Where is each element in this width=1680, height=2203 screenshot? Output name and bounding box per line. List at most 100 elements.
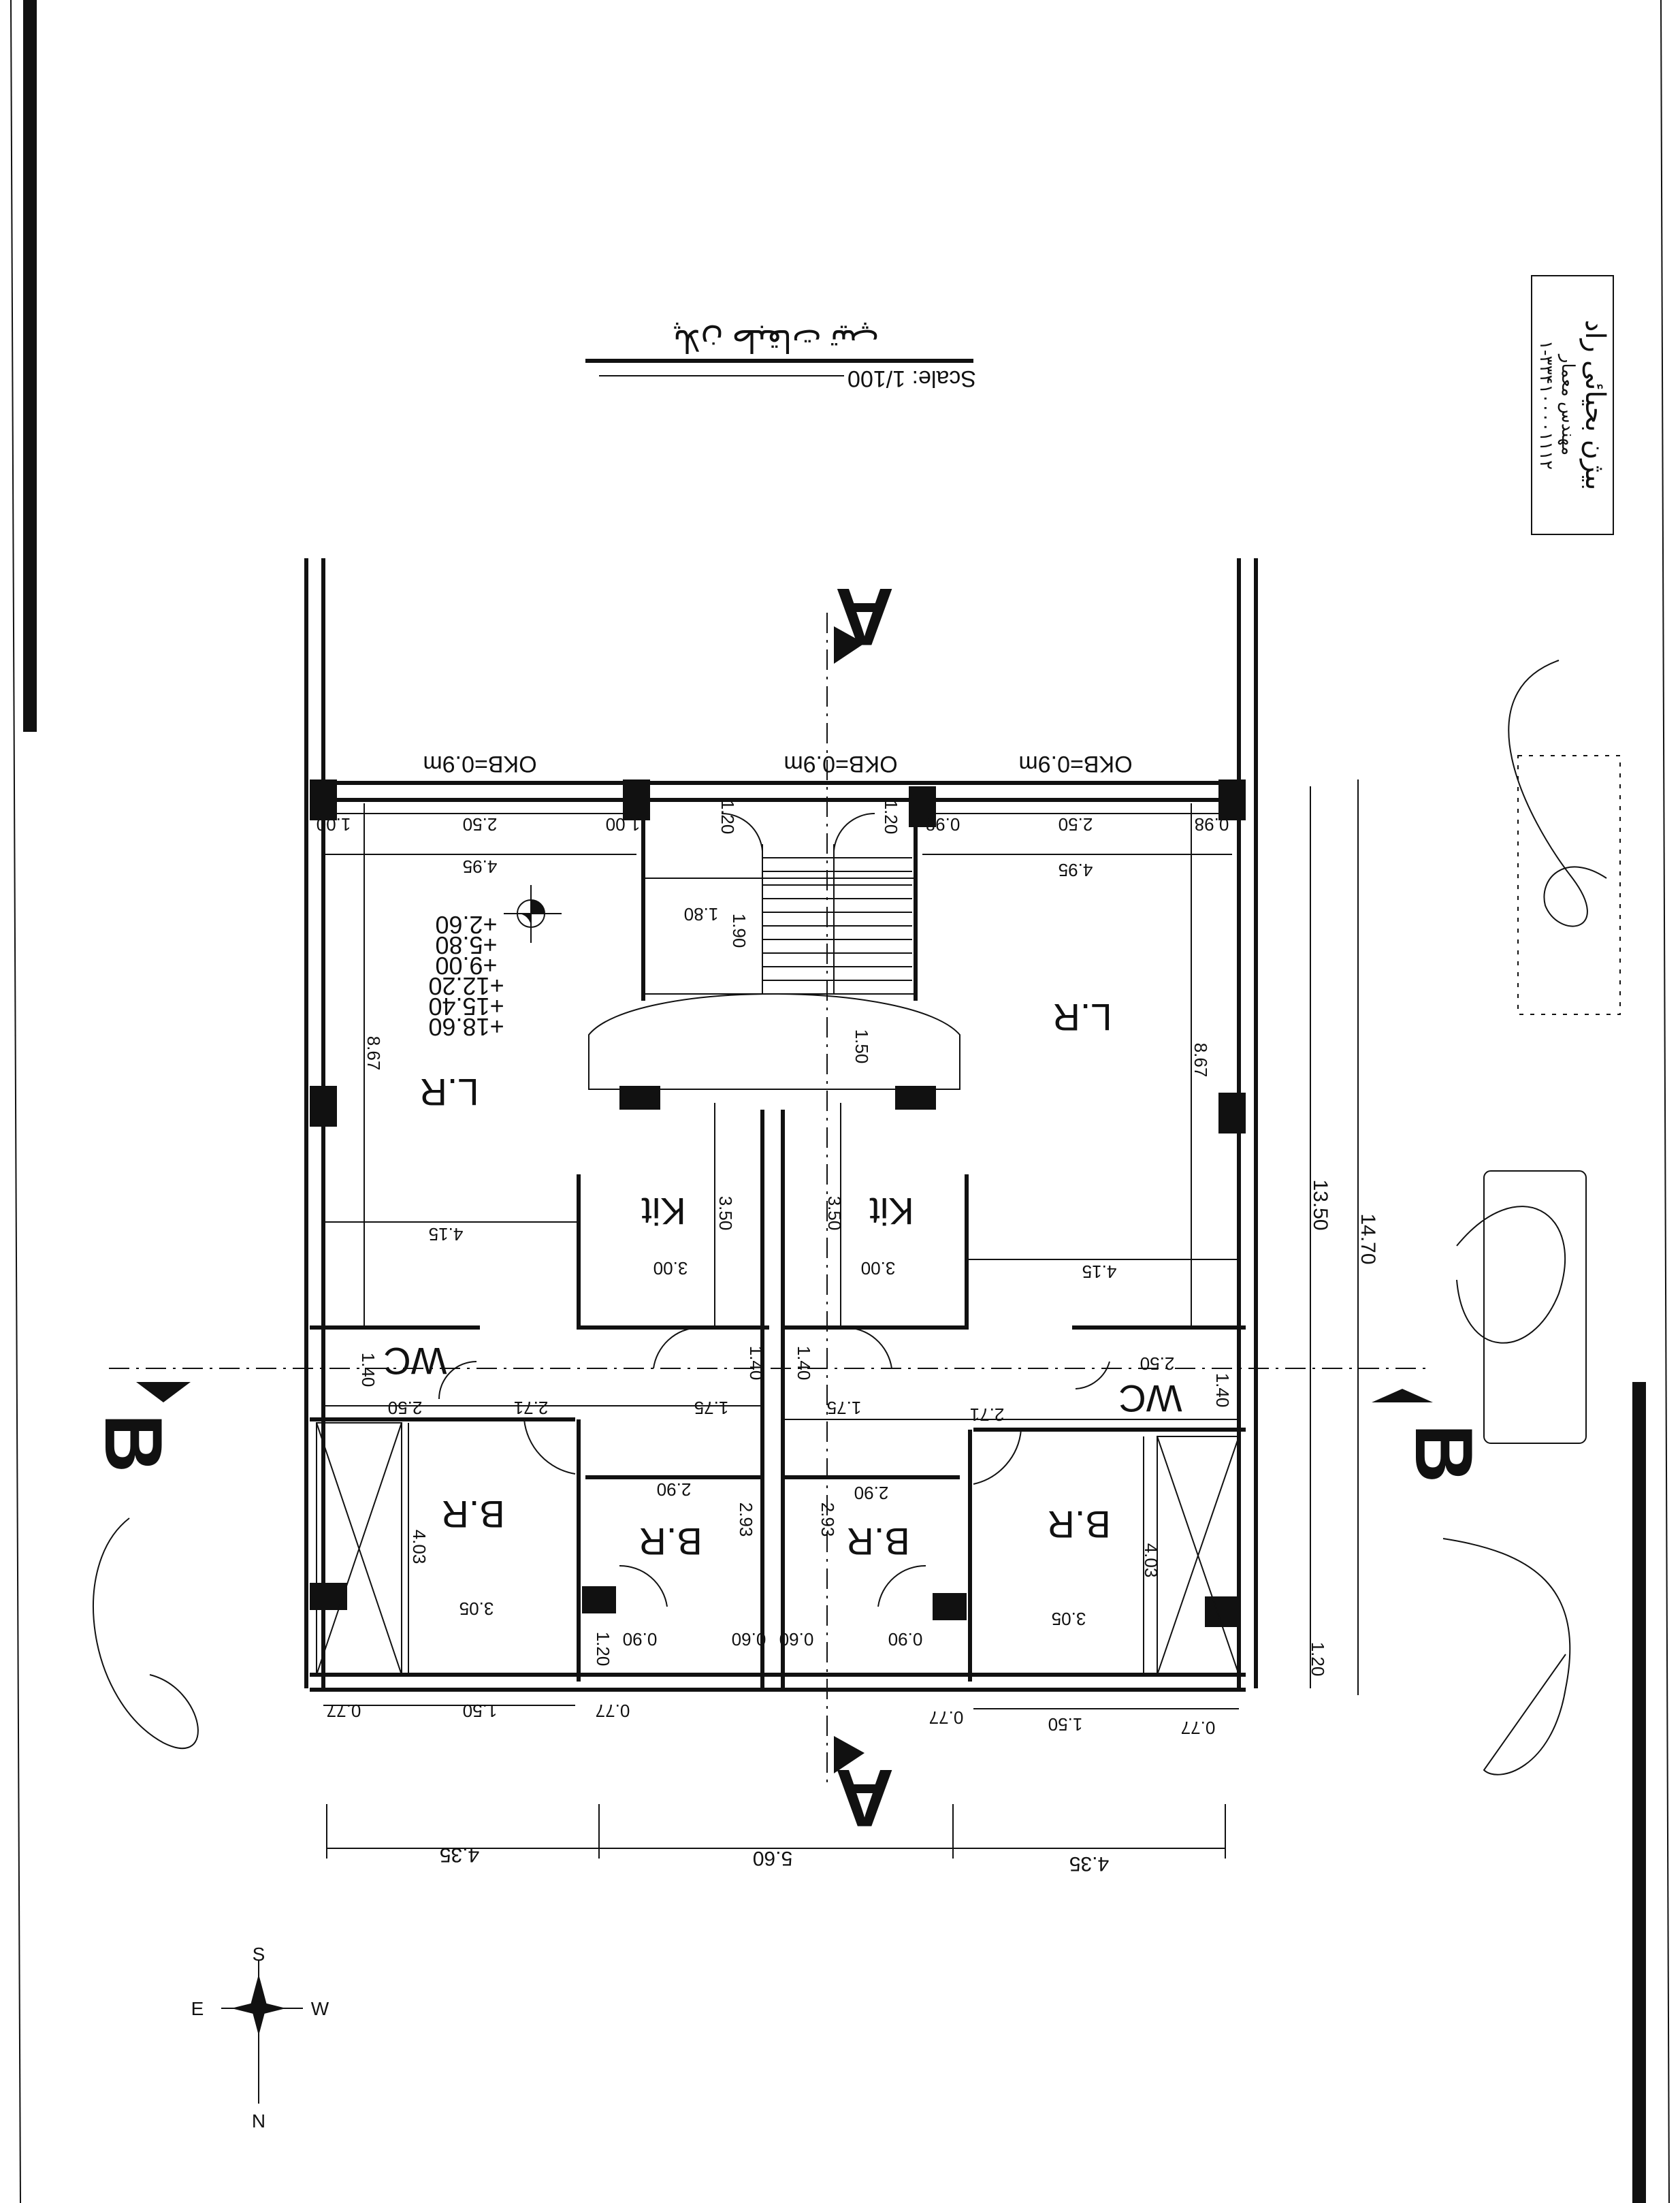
section-lines bbox=[109, 613, 1429, 1784]
stamp-frame bbox=[1531, 275, 1614, 535]
level-marker bbox=[504, 885, 562, 943]
svg-text:0.77: 0.77 bbox=[596, 1701, 630, 1721]
wardrobes bbox=[316, 1422, 1240, 1675]
svg-text:3.05: 3.05 bbox=[459, 1598, 494, 1619]
dimension-labels: 1.00 2.50 1.00 0.98 2.50 0.98 4.95 4.95 … bbox=[317, 800, 1379, 1875]
stamp-box-right bbox=[1483, 1170, 1587, 1444]
scan-bar-left bbox=[23, 0, 37, 732]
interior-walls bbox=[310, 800, 1246, 1688]
svg-text:0.60: 0.60 bbox=[732, 1629, 766, 1650]
room-label-lr-left: L.R bbox=[419, 1071, 479, 1114]
svg-text:3.00: 3.00 bbox=[861, 1258, 896, 1279]
signature-top-right bbox=[1508, 660, 1607, 927]
svg-text:1.80: 1.80 bbox=[684, 904, 719, 924]
scan-bar-right bbox=[1632, 1382, 1646, 2203]
svg-text:0.98: 0.98 bbox=[1195, 814, 1229, 835]
svg-text:1.00: 1.00 bbox=[317, 814, 351, 835]
stamp-name: بیژن بحیائی راد bbox=[1579, 320, 1610, 491]
stamp-subtitle: مهندس معمار bbox=[1557, 353, 1579, 455]
svg-text:0.77: 0.77 bbox=[1181, 1718, 1216, 1738]
svg-text:1.20: 1.20 bbox=[593, 1632, 613, 1667]
columns bbox=[310, 779, 1246, 1627]
north-arrow: S N E W bbox=[191, 1944, 329, 2132]
elevation-2: +5.80 bbox=[435, 931, 497, 959]
svg-text:1.40: 1.40 bbox=[1212, 1373, 1233, 1408]
svg-text:4.15: 4.15 bbox=[1082, 1261, 1117, 1282]
svg-text:2.93: 2.93 bbox=[818, 1502, 838, 1537]
svg-text:1.20: 1.20 bbox=[1308, 1642, 1328, 1677]
room-label-br-4: B.R bbox=[1047, 1503, 1110, 1546]
svg-text:1.90: 1.90 bbox=[729, 914, 749, 948]
section-a-bottom: A bbox=[834, 1736, 894, 1844]
stamp-number: ۱-۳۳۴۱۰۰۰۰۱۱۱۲ bbox=[1536, 340, 1557, 470]
svg-text:A: A bbox=[835, 571, 894, 662]
svg-text:2.93: 2.93 bbox=[736, 1502, 756, 1537]
svg-text:1.40: 1.40 bbox=[794, 1346, 814, 1381]
svg-text:3.50: 3.50 bbox=[824, 1196, 845, 1231]
elevation-list: +2.60 +5.80 +9.00 +12.20 +15.40 +18.60 bbox=[428, 911, 504, 1041]
signature-right-mid bbox=[1456, 1206, 1566, 1344]
svg-text:2.50: 2.50 bbox=[1059, 814, 1093, 835]
svg-text:4.35: 4.35 bbox=[440, 1844, 479, 1866]
room-label-kit-left: Kit bbox=[641, 1190, 686, 1233]
svg-text:3.05: 3.05 bbox=[1052, 1609, 1086, 1629]
room-label-wc-left: WC bbox=[383, 1340, 447, 1383]
svg-text:2.71: 2.71 bbox=[970, 1404, 1005, 1425]
svg-text:4.95: 4.95 bbox=[1059, 860, 1093, 880]
scale-label: Scale: 1/100 bbox=[847, 366, 976, 391]
svg-text:1.75: 1.75 bbox=[827, 1398, 862, 1418]
section-b-right: B bbox=[1372, 1389, 1489, 1483]
svg-text:0.77: 0.77 bbox=[327, 1701, 361, 1721]
page-edge-right bbox=[1660, 0, 1670, 2203]
svg-text:2.50: 2.50 bbox=[463, 814, 498, 835]
svg-text:2.50: 2.50 bbox=[1140, 1353, 1175, 1374]
stair-treads bbox=[762, 857, 912, 981]
svg-text:1.00: 1.00 bbox=[606, 814, 641, 835]
compass-n: N bbox=[252, 2110, 265, 2132]
compass-w: W bbox=[311, 1998, 329, 2019]
okb-label-3: OKB=0.9m bbox=[1018, 751, 1132, 777]
section-a-top: A bbox=[834, 571, 894, 664]
svg-text:1.75: 1.75 bbox=[694, 1398, 729, 1418]
signature-right-low bbox=[1442, 1538, 1571, 1775]
svg-text:3.00: 3.00 bbox=[653, 1258, 688, 1279]
svg-text:2.90: 2.90 bbox=[657, 1479, 692, 1500]
svg-text:8.67: 8.67 bbox=[364, 1036, 384, 1071]
svg-text:4.03: 4.03 bbox=[409, 1530, 430, 1564]
elevation-3: +9.00 bbox=[435, 952, 497, 980]
svg-text:1.50: 1.50 bbox=[1048, 1714, 1083, 1735]
room-label-wc-right: WC bbox=[1118, 1377, 1182, 1420]
svg-text:B: B bbox=[1398, 1424, 1489, 1483]
room-label-kit-right: Kit bbox=[869, 1190, 914, 1233]
okb-label-1: OKB=0.9m bbox=[423, 751, 536, 777]
signature-marks bbox=[93, 660, 1621, 1775]
svg-text:1.50: 1.50 bbox=[463, 1701, 498, 1721]
svg-text:4.15: 4.15 bbox=[429, 1224, 464, 1244]
okb-label-2: OKB=0.9m bbox=[784, 751, 897, 777]
room-label-br-2: B.R bbox=[639, 1520, 702, 1563]
svg-text:8.67: 8.67 bbox=[1191, 1043, 1211, 1078]
elevation-5: +15.40 bbox=[428, 993, 504, 1020]
svg-text:0.77: 0.77 bbox=[929, 1707, 964, 1728]
svg-text:1.20: 1.20 bbox=[881, 800, 901, 835]
svg-text:1.20: 1.20 bbox=[717, 800, 738, 835]
faint-stamp-box bbox=[1517, 755, 1621, 1015]
elevation-6: +18.60 bbox=[428, 1013, 504, 1041]
svg-text:5.60: 5.60 bbox=[753, 1847, 792, 1869]
room-label-br-1: B.R bbox=[441, 1493, 504, 1536]
svg-text:3.50: 3.50 bbox=[715, 1196, 736, 1231]
room-label-br-3: B.R bbox=[846, 1520, 909, 1563]
svg-text:A: A bbox=[835, 1752, 894, 1844]
svg-text:2.50: 2.50 bbox=[388, 1398, 423, 1418]
drawing-title: پلان طبقات تیپ bbox=[673, 322, 879, 359]
window-labels: OKB=0.9m OKB=0.9m OKB=0.9m bbox=[423, 751, 1132, 777]
compass-e: E bbox=[191, 1998, 204, 2019]
room-label-lr-right: L.R bbox=[1052, 996, 1112, 1039]
stair-core bbox=[643, 844, 916, 995]
elevation-1: +2.60 bbox=[435, 911, 497, 939]
page-edge-left bbox=[10, 0, 21, 2203]
dimension-lines bbox=[323, 779, 1359, 1859]
title-block: پلان طبقات تیپ Scale: 1/100 bbox=[585, 322, 976, 391]
svg-text:13.50: 13.50 bbox=[1309, 1179, 1331, 1230]
